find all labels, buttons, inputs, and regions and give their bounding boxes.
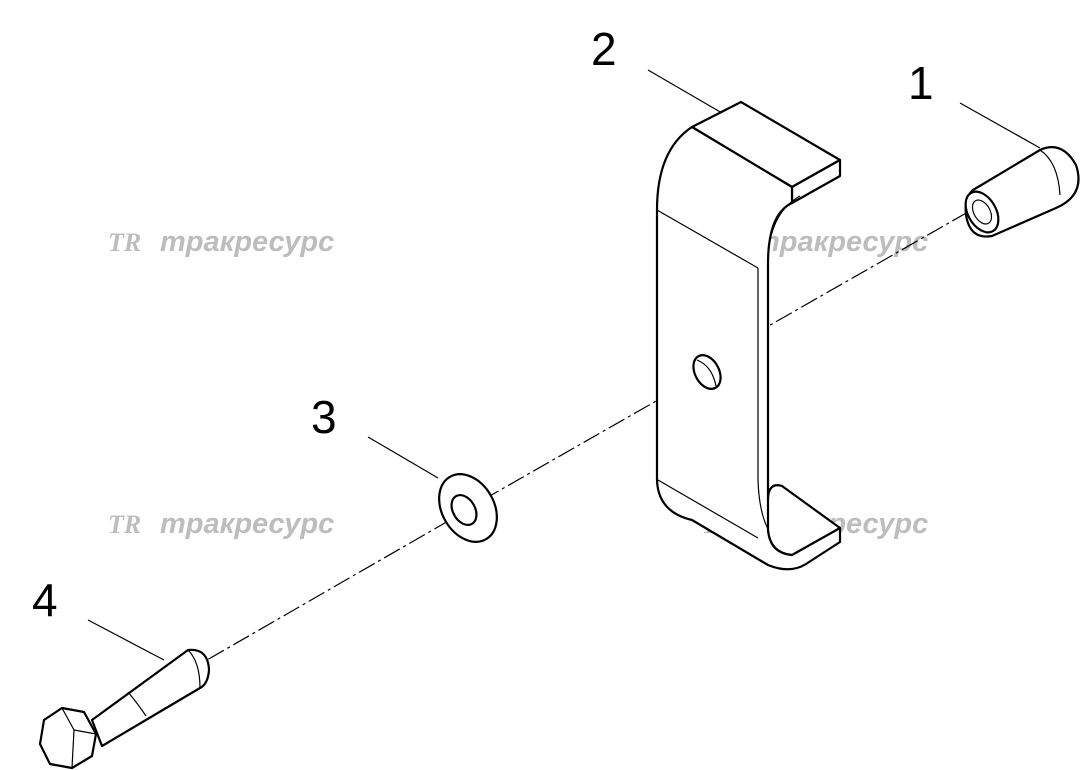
watermark-text: тракресурс [160, 226, 334, 258]
washer-hole [450, 493, 478, 527]
watermark-bottom-left: TR тракресурс [108, 508, 334, 540]
watermark-text: тракресурс [160, 508, 334, 540]
bracket-edge [767, 195, 801, 265]
leader-washer [367, 436, 439, 479]
bolt-head [38, 706, 98, 770]
bracket-edge [656, 209, 759, 269]
bolt-head-edge [73, 729, 97, 735]
leader-lines [87, 69, 1041, 661]
bushing-part [964, 146, 1080, 238]
bolt-tip-edge [187, 649, 201, 689]
callout-labels: 1 2 3 4 [32, 23, 934, 626]
bushing-far-end [1039, 149, 1061, 196]
bolt-thread-start [127, 691, 147, 717]
axis-washer-bolt [206, 519, 451, 661]
bracket-web [655, 125, 842, 571]
callout-bracket: 2 [591, 23, 617, 75]
watermark-top-left: TR тракресурс [108, 226, 334, 258]
bracket-part [655, 100, 842, 571]
watermark-top-right: TR тракресурс [702, 226, 928, 258]
leader-bushing [959, 102, 1041, 149]
bolt-shank [90, 648, 211, 748]
leader-bracket [647, 69, 723, 114]
washer-part [438, 473, 498, 543]
bolt-part [38, 648, 211, 770]
watermark-logo: TR [108, 228, 141, 257]
bracket-hole-bore [696, 359, 717, 387]
watermark-logo: TR [108, 510, 141, 539]
watermark-text: тракресурс [754, 226, 928, 258]
bracket-edge [657, 479, 759, 539]
leader-bolt [87, 619, 165, 661]
axis-bushing-bracket [757, 211, 969, 333]
bracket-bottom-flange [766, 484, 842, 557]
bracket-edge [691, 126, 793, 188]
callout-bushing: 1 [908, 57, 934, 109]
callout-bolt: 4 [32, 574, 58, 626]
bushing-bore [971, 199, 993, 225]
bracket-hole [692, 354, 722, 390]
callout-washer: 3 [311, 391, 337, 443]
